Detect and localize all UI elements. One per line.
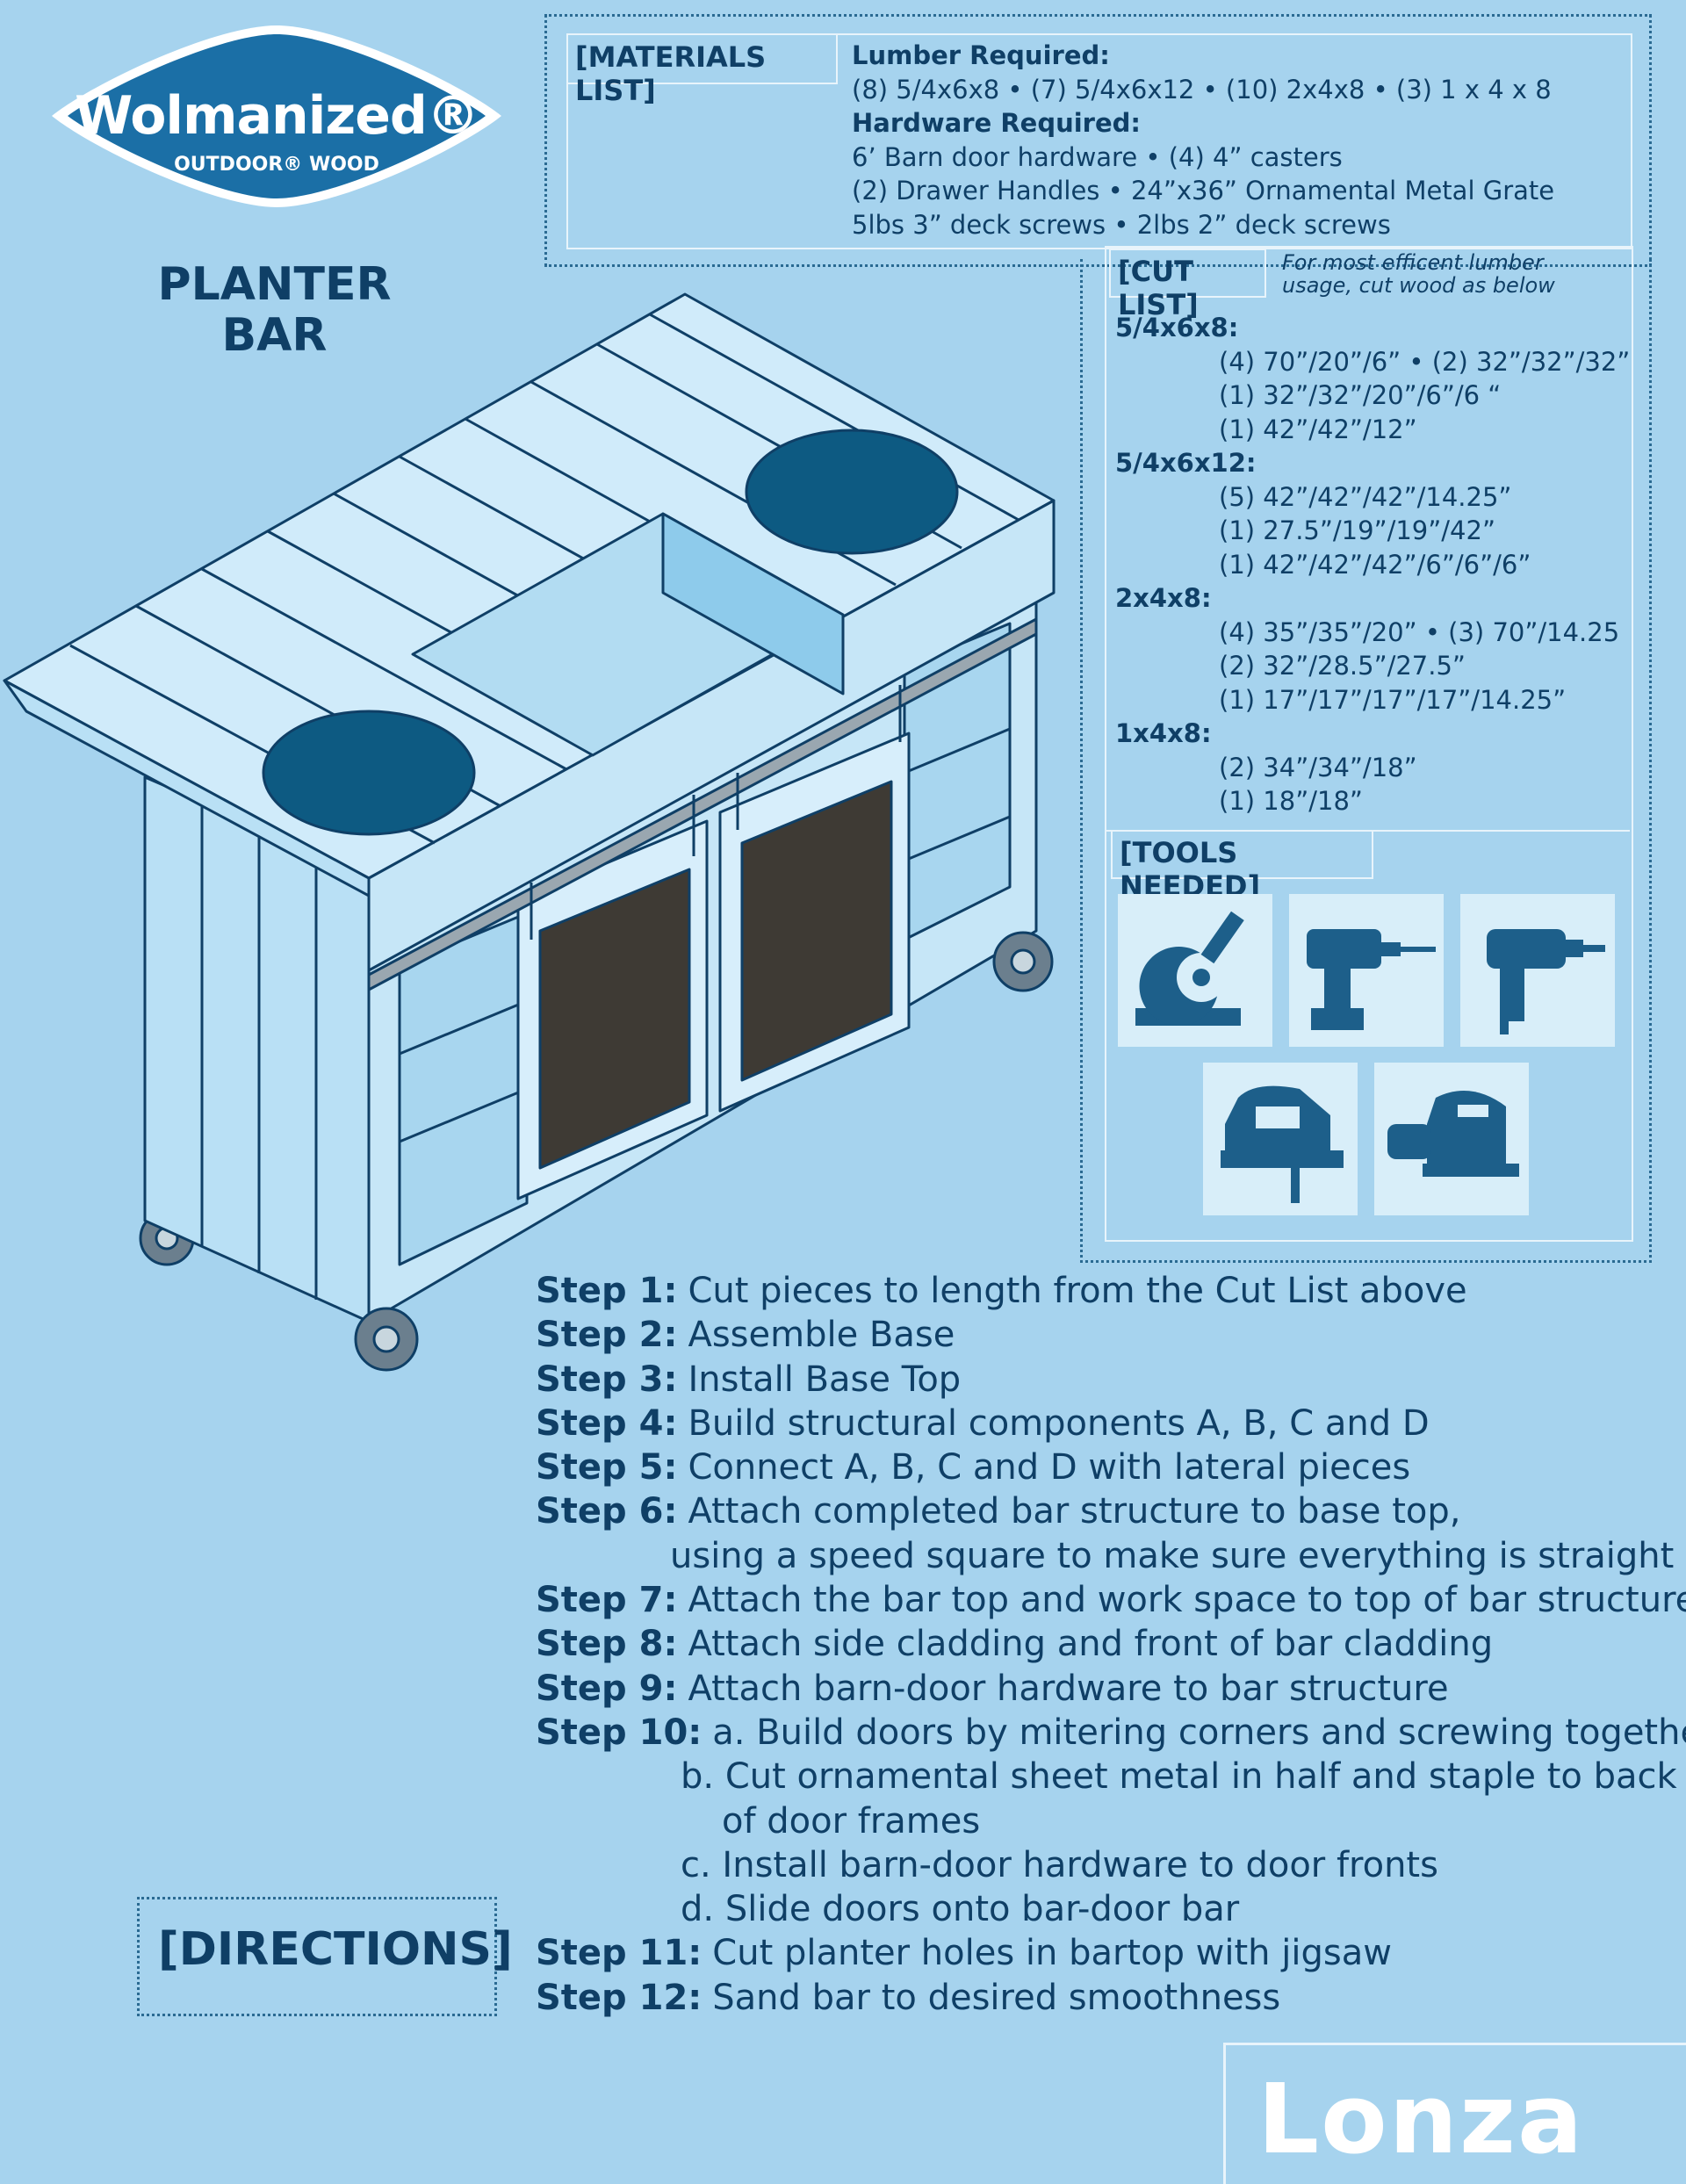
step-row: Step 9:Attach barn-door hardware to bar … xyxy=(536,1667,1686,1711)
step-10-sub-c: c. Install barn-door hardware to door fr… xyxy=(681,1844,1438,1885)
cut-list-content: 5/4x6x8: (4) 70”/20”/6” • (2) 32”/32”/32… xyxy=(1115,311,1630,818)
wolmanized-logo: Wolmanized® OUTDOOR® WOOD xyxy=(48,22,505,211)
lonza-logo: Lonza xyxy=(1223,2043,1686,2184)
cut-item: (1) 32”/32”/20”/6”/6 “ xyxy=(1219,380,1502,410)
hardware-line: 5lbs 3” deck screws • 2lbs 2” deck screw… xyxy=(852,209,1391,240)
cut-group-name: 5/4x6x8: xyxy=(1115,313,1239,342)
miter-saw-icon xyxy=(1118,894,1272,1047)
cut-list-panel xyxy=(1105,246,1633,1242)
step-row: Step 6:Attach completed bar structure to… xyxy=(536,1489,1686,1533)
materials-header-text: [MATERIALS LIST] xyxy=(575,40,767,107)
cut-list-header-text: [CUT LIST] xyxy=(1118,255,1199,321)
step-text: a. Build doors by mitering corners and s… xyxy=(712,1712,1686,1753)
logo-brand: Wolmanized® xyxy=(75,85,479,147)
orbital-sander-icon xyxy=(1374,1063,1529,1215)
cut-item: (2) 32”/28.5”/27.5” xyxy=(1219,651,1466,681)
step-text: Install Base Top xyxy=(688,1359,962,1400)
step-label: Step 8: xyxy=(536,1624,678,1665)
step-10-sub-b: b. Cut ornamental sheet metal in half an… xyxy=(681,1756,1677,1798)
step-label: Step 12: xyxy=(536,1977,702,2018)
cut-group-name: 5/4x6x12: xyxy=(1115,448,1257,478)
step-label: Step 11: xyxy=(536,1933,702,1974)
logo-badge xyxy=(52,25,501,207)
title-line-1: PLANTER xyxy=(157,258,392,311)
materials-dotted-frame xyxy=(544,14,1652,267)
lumber-heading: Lumber Required: xyxy=(852,40,1110,70)
step-label: Step 6: xyxy=(536,1491,678,1532)
cut-list-note: For most efficent lumber usage, cut wood… xyxy=(1282,251,1625,297)
step-row: Step 1:Cut pieces to length from the Cut… xyxy=(536,1269,1686,1313)
step-text: Sand bar to desired smoothness xyxy=(712,1977,1281,2018)
cut-item: (2) 34”/34”/18” xyxy=(1219,752,1417,782)
directions-frame xyxy=(137,1897,497,2016)
step-text: Build structural components A, B, C and … xyxy=(688,1402,1430,1444)
step-row: Step 2:Assemble Base xyxy=(536,1313,1686,1357)
tools-header: [TOOLS NEEDED] xyxy=(1111,830,1373,903)
step-row: Step 4:Build structural components A, B,… xyxy=(536,1402,1686,1445)
step-label: Step 9: xyxy=(536,1668,678,1709)
hardware-heading: Hardware Required: xyxy=(852,108,1141,138)
cut-item: (1) 42”/42”/42”/6”/6”/6” xyxy=(1219,549,1531,580)
step-text: Connect A, B, C and D with lateral piece… xyxy=(688,1447,1411,1488)
step-row: Step 5:Connect A, B, C and D with latera… xyxy=(536,1445,1686,1489)
step-10-sub-b-cont: of door frames xyxy=(722,1800,981,1842)
step-text: Attach completed bar structure to base t… xyxy=(688,1491,1461,1532)
cut-list-header: [CUT LIST] xyxy=(1109,249,1266,321)
steps-list: Step 1:Cut pieces to length from the Cut… xyxy=(536,1269,1686,2020)
cut-list-dotted-frame xyxy=(1080,259,1652,1263)
step-continuation: using a speed square to make sure everyt… xyxy=(670,1535,1675,1576)
power-drill-icon xyxy=(1460,894,1615,1047)
cut-note-line-2: usage, cut wood as below xyxy=(1282,273,1555,298)
step-label: Step 7: xyxy=(536,1580,678,1621)
step-text: Attach barn-door hardware to bar structu… xyxy=(688,1668,1449,1709)
step-text: Attach the bar top and work space to top… xyxy=(688,1580,1686,1621)
step-row: Step 10:a. Build doors by mitering corne… xyxy=(536,1711,1686,1755)
cut-item: (1) 27.5”/19”/19”/42” xyxy=(1219,515,1495,545)
materials-header: [MATERIALS LIST] xyxy=(566,33,838,107)
step-label: Step 2: xyxy=(536,1315,678,1356)
step-text: Attach side cladding and front of bar cl… xyxy=(688,1624,1494,1665)
step-row: Step 7:Attach the bar top and work space… xyxy=(536,1578,1686,1622)
step-10-sub-d: d. Slide doors onto bar-door bar xyxy=(681,1889,1240,1930)
materials-content: Lumber Required: (8) 5/4x6x8 • (7) 5/4x6… xyxy=(852,39,1554,241)
step-label: Step 5: xyxy=(536,1447,678,1488)
cut-item: (1) 17”/17”/17”/17”/14.25” xyxy=(1219,684,1567,715)
step-text: Assemble Base xyxy=(688,1315,955,1356)
step-row: Step 8:Attach side cladding and front of… xyxy=(536,1622,1686,1666)
cut-group-name: 1x4x8: xyxy=(1115,718,1212,748)
logo-subtitle: OUTDOOR® WOOD xyxy=(174,154,379,176)
step-row: Step 3:Install Base Top xyxy=(536,1358,1686,1402)
cut-item: (4) 35”/35”/20” • (3) 70”/14.25 xyxy=(1219,616,1620,647)
step-label: Step 3: xyxy=(536,1359,678,1400)
planter-bar-drawing xyxy=(3,292,1056,1372)
step-row: Step 11:Cut planter holes in bartop with… xyxy=(536,1931,1686,1975)
directions-label: [DIRECTIONS] xyxy=(158,1923,513,1976)
step-text: Cut planter holes in bartop with jigsaw xyxy=(712,1933,1392,1974)
lonza-wordmark: Lonza xyxy=(1257,2063,1585,2175)
cut-item: (5) 42”/42”/42”/14.25” xyxy=(1219,481,1512,512)
cut-item: (1) 42”/42”/12” xyxy=(1219,414,1417,444)
step-label: Step 1: xyxy=(536,1271,678,1311)
jigsaw-icon xyxy=(1203,1063,1358,1215)
cordless-drill-icon xyxy=(1289,894,1444,1047)
cut-group-name: 2x4x8: xyxy=(1115,583,1212,613)
materials-panel xyxy=(566,33,1632,249)
hardware-line: 6’ Barn door hardware • (4) 4” casters xyxy=(852,141,1343,172)
cut-item: (1) 18”/18” xyxy=(1219,786,1363,816)
hardware-line: (2) Drawer Handles • 24”x36” Ornamental … xyxy=(852,176,1555,205)
step-label: Step 10: xyxy=(536,1712,702,1753)
planter-bar-illustration xyxy=(0,277,1089,1383)
cut-note-line-1: For most efficent lumber xyxy=(1282,250,1544,275)
step-label: Step 4: xyxy=(536,1402,678,1444)
step-row: Step 12:Sand bar to desired smoothness xyxy=(536,1976,1686,2020)
page-title: PLANTER BAR xyxy=(149,259,400,361)
cut-item: (4) 70”/20”/6” • (2) 32”/32”/32” xyxy=(1219,346,1631,377)
step-text: Cut pieces to length from the Cut List a… xyxy=(688,1271,1467,1311)
lumber-line: (8) 5/4x6x8 • (7) 5/4x6x12 • (10) 2x4x8 … xyxy=(852,74,1552,105)
title-line-2: BAR xyxy=(221,309,328,362)
